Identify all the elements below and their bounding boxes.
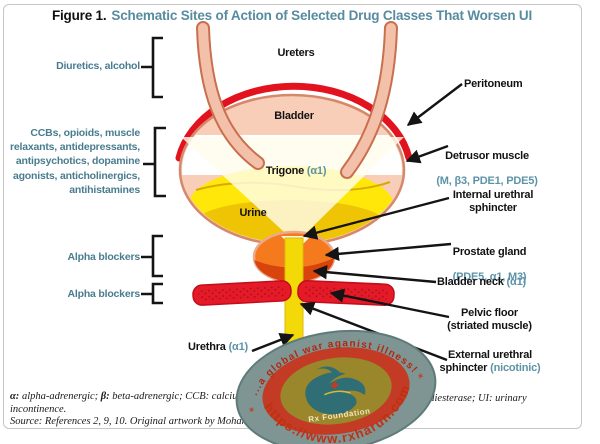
arrow-internal-sphincter [302,196,450,240]
footnote-beta-symbol: β: [100,391,110,402]
figure-title-text: Schematic Sites of Action of Selected Dr… [111,8,533,23]
label-prostate-gland: Prostate gland (PDE5, α1, M3) [452,245,527,283]
label-pelvic-floor: Pelvic floor (striated muscle) [447,307,532,332]
label-urine: Urine [239,207,267,219]
arrow-bladder-neck [312,264,437,284]
left-brackets [141,36,166,305]
external-sphincter-receptor: (nicotinic) [490,361,541,374]
stamp-star-right: ✶ [416,371,425,382]
trigone-receptor: (α1) [306,165,327,177]
bracket-alpha-blockers-2 [141,282,163,305]
stamp-logo [305,366,366,415]
figure-title: Figure 1. Schematic Sites of Action of Se… [0,8,584,23]
rxharun-stamp: ✶ ✶ ...a global war aganist illness! htt… [235,327,437,444]
peritoneum-shape [175,82,413,162]
stamp-star-left: ✶ [247,404,256,415]
prostate-receptors: (PDE5, α1, M3) [452,270,527,283]
label-external-urethral-sphincter: External urethral sphincter (nicotinic) [439,349,541,374]
label-diuretics-alcohol: Diuretics, alcohol [56,60,140,72]
footnote-line1-right: odiesterase; UI: urinary [424,393,527,404]
label-internal-urethral-sphincter: Internal urethral sphincter [452,189,534,214]
label-peritoneum: Peritoneum [464,78,523,90]
footnote-beta-text: beta-adrenergic; CCB: calcium [109,391,246,402]
pelvic-floor-left [192,280,292,306]
label-trigone: Trigone (α1) [265,165,327,177]
bracket-diuretics [141,36,163,99]
detrusor-receptors: (M, β3, PDE1, PDE5) [436,174,538,187]
label-alpha-blockers-2: Alpha blockers [67,288,141,300]
label-ureters: Ureters [277,47,315,59]
label-detrusor-muscle: Detrusor muscle (M, β3, PDE1, PDE5) [436,149,538,187]
footnote-line1-left: α: alpha-adrenergic; β: beta-adrenergic;… [10,391,245,402]
ureter-right [342,23,396,177]
footnote-line2: incontinence. [10,404,67,415]
footnote-alpha-text: alpha-adrenergic; [19,391,101,402]
label-alpha-blockers-1: Alpha blockers [67,251,141,263]
bracket-ccbs [143,126,166,198]
bladder-neck-receptor: (α1) [506,276,527,288]
bladder-group [175,21,413,247]
footnote-source-line: Source: References 2, 9, 10. Original ar… [10,416,257,427]
bracket-alpha-blockers-1 [141,234,163,278]
pelvic-floor-right [297,280,395,306]
footnote-alpha-symbol: α: [10,391,20,402]
label-ccbs-opioids: CCBs, opioids, muscle relaxants, antidep… [10,127,140,196]
arrow-peritoneum [406,83,463,126]
label-bladder: Bladder [274,110,314,122]
urethra-receptor: (α1) [228,341,249,353]
arrow-prostate-gland [324,242,452,262]
label-bladder-neck: Bladder neck (α1) [437,276,527,288]
ureter-left [198,23,263,168]
arrow-detrusor-muscle [405,144,449,164]
arrow-urethra [251,333,295,353]
figure-number: Figure 1. [51,8,107,23]
arrow-pelvic-floor [329,288,450,319]
label-urethra: Urethra (α1) [188,341,249,353]
